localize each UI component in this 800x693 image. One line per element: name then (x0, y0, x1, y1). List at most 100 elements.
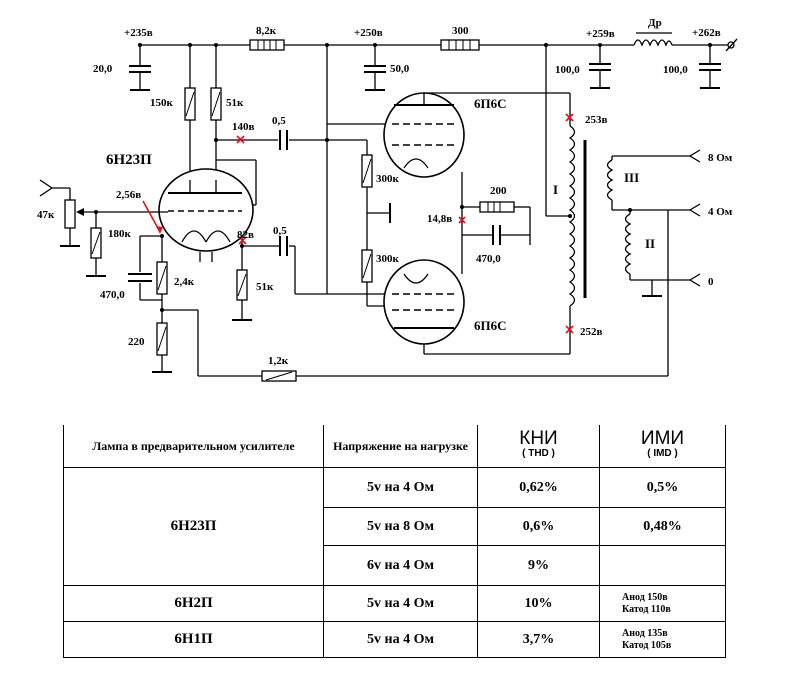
cap-470-in (128, 273, 162, 301)
resistor-8k2 (249, 39, 285, 51)
cell-load: 5v на 8 Ом (323, 507, 478, 546)
label-choke: Др (648, 17, 662, 29)
label-tube-bottom: 6П6С (474, 318, 507, 333)
table-row: 5v на 8 Ом 0,6% 0,48% (64, 507, 726, 546)
label-c100a: 100,0 (555, 64, 580, 76)
choke (633, 32, 673, 47)
header-imd: ИМИ ( IMD ) (599, 425, 726, 468)
cap-50 (364, 45, 386, 91)
label-v140: 140в (232, 121, 255, 133)
label-c05-a: 0,5 (272, 115, 286, 127)
label-primary: I (553, 182, 558, 197)
label-tap8: 8 Ом (708, 152, 733, 164)
resistor-200 (479, 201, 515, 213)
label-tertiary: III (624, 170, 639, 185)
coupling-cap-a (279, 130, 327, 150)
table-header-row: Лампа в предварительном усилителе Напряж… (63, 425, 726, 468)
cell-thd: 9% (477, 545, 600, 586)
results-table: Лампа в предварительном усилителе Напряж… (63, 425, 726, 658)
resistor-300k-b (361, 249, 373, 283)
header-load: Напряжение на нагрузке (323, 425, 478, 468)
input-jack (39, 179, 71, 200)
cell-tube: 6Н1П (63, 621, 324, 658)
label-v259: +259в (586, 28, 615, 40)
cap-100-b (699, 45, 721, 89)
label-c20: 20,0 (93, 63, 113, 75)
cell-note: Анод 135в Катод 105в (599, 621, 726, 658)
cell-imd: 0,48% (599, 507, 726, 546)
resistor-300 (440, 39, 480, 51)
cap-100-a (589, 45, 611, 89)
header-tube: Лампа в предварительном усилителе (63, 425, 324, 468)
resistor-150k (184, 87, 196, 121)
label-v235: +235в (124, 27, 153, 39)
resistor-51k-a (210, 87, 222, 121)
label-r12k: 1,2к (268, 355, 289, 367)
label-v253: 253в (585, 114, 608, 126)
label-v262: +262в (692, 27, 721, 39)
label-r82k: 8,2к (256, 25, 277, 37)
label-v82: 82в (237, 229, 254, 241)
label-r51k-a: 51к (226, 97, 244, 109)
label-r220: 220 (128, 336, 145, 348)
label-tap0: 0 (708, 276, 714, 288)
label-r47k: 47к (37, 209, 55, 221)
resistor-220 (152, 322, 172, 373)
table-row: 6Н2П 5v на 4 Ом 10% Анод 150в Катод 110в (63, 585, 726, 622)
cell-note: Анод 150в Катод 110в (599, 585, 726, 622)
cell-tube: 6Н23П (63, 467, 324, 586)
label-secondary: II (645, 236, 655, 251)
speaker-terminals (688, 149, 701, 287)
resistor-300k-a (361, 154, 373, 188)
label-r300: 300 (452, 25, 469, 37)
cell-thd: 3,7% (477, 621, 600, 658)
label-r180k: 180к (108, 228, 132, 240)
cell-thd: 0,6% (477, 507, 600, 546)
label-c470-in: 470,0 (100, 289, 125, 301)
label-r200: 200 (490, 185, 507, 197)
label-c100b: 100,0 (663, 64, 688, 76)
coupling-cap-b (242, 236, 390, 295)
cell-thd: 0,62% (477, 467, 600, 508)
transformer-primary (568, 93, 587, 354)
label-tube-top: 6П6С (474, 96, 507, 111)
cell-imd (599, 545, 726, 586)
table-row: 6Н1П 5v на 4 Ом 3,7% Анод 135в Катод 105… (63, 621, 726, 658)
label-driver-tube: 6Н23П (106, 152, 152, 168)
label-r51k-b: 51к (256, 281, 274, 293)
cell-load: 5v на 4 Ом (323, 585, 478, 622)
header-thd: КНИ ( THD ) (477, 425, 600, 468)
output-tube-bottom (383, 259, 570, 355)
label-v148: 14,8в (427, 213, 452, 225)
resistor-51k-b (232, 269, 252, 321)
cell-thd: 10% (477, 585, 600, 622)
resistor-1k2 (261, 210, 669, 382)
label-v250: +250в (354, 27, 383, 39)
label-c05-b: 0,5 (273, 225, 287, 237)
label-v256: 2,56в (116, 189, 141, 201)
cap-20 (129, 45, 151, 91)
potentiometer-47k (60, 199, 168, 247)
cell-imd: 0,5% (599, 467, 726, 508)
label-r300k-a: 300к (376, 173, 400, 185)
cell-tube: 6Н2П (63, 585, 324, 622)
resistor-2k4 (156, 261, 168, 295)
table-row: 6v на 4 Ом 9% (64, 545, 726, 586)
cell-load: 6v на 4 Ом (323, 545, 478, 586)
cell-load: 5v на 4 Ом (323, 621, 478, 658)
label-r300k-b: 300к (376, 253, 400, 265)
measurement-marks (142, 113, 574, 334)
output-tube-top (383, 92, 546, 178)
label-c50: 50,0 (390, 63, 410, 75)
label-v252: 252в (580, 326, 603, 338)
transformer-secondary (606, 155, 690, 297)
table-row: 6Н23П 5v на 4 Ом 0,62% 0,5% (63, 467, 726, 586)
label-r24k: 2,4к (174, 276, 195, 288)
amplifier-schematic: +235в 8,2к +250в 300 +259в Др +262в 20,0… (37, 17, 738, 382)
cap-470-out (492, 225, 531, 245)
label-c470-out: 470,0 (476, 253, 501, 265)
label-r150k: 150к (150, 97, 174, 109)
driver-tube (158, 168, 254, 262)
cell-load: 5v на 4 Ом (323, 467, 478, 508)
resistor-180k (86, 227, 106, 277)
